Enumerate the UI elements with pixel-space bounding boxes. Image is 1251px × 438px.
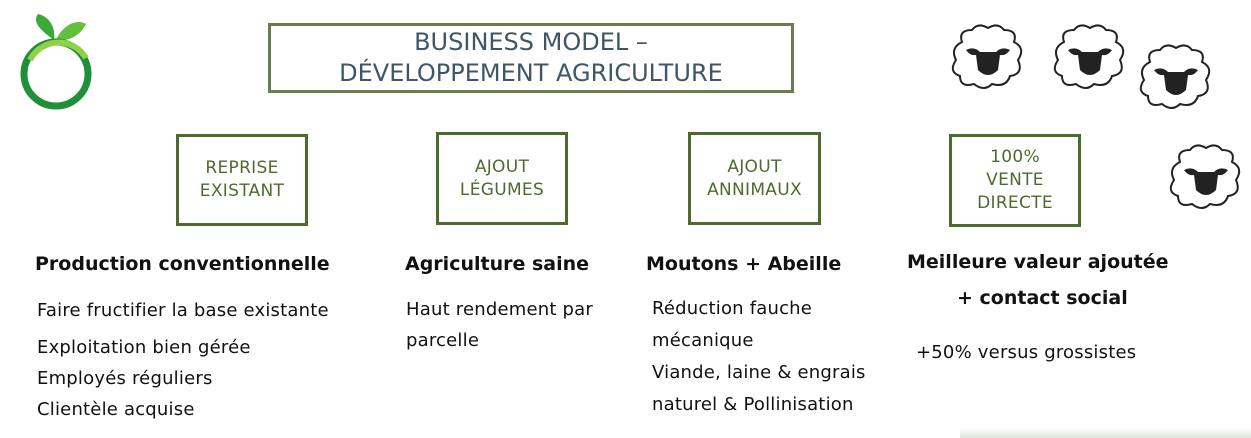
title-line-2: DÉVELOPPEMENT AGRICULTURE	[339, 59, 723, 87]
sheep-icon	[1169, 144, 1241, 209]
step-label: DIRECTE	[977, 193, 1053, 213]
title-line-1: BUSINESS MODEL –	[414, 28, 648, 56]
column-heading: Production conventionnelle	[35, 253, 330, 275]
step-label: REPRISE	[205, 158, 279, 178]
column-heading: Meilleure valeur ajoutée	[907, 251, 1169, 273]
list-item: +50% versus grossistes	[916, 342, 1137, 363]
list-item: Haut rendement par	[406, 299, 593, 320]
step-box-legumes: AJOUT LÉGUMES	[436, 132, 568, 225]
step-box-animaux: AJOUT ANNIMAUX	[688, 132, 821, 225]
title-box: BUSINESS MODEL – DÉVELOPPEMENT AGRICULTU…	[268, 23, 794, 93]
list-item: naturel & Pollinisation	[652, 394, 854, 415]
step-box-vente-directe: 100% VENTE DIRECTE	[949, 134, 1081, 227]
column-heading: Agriculture saine	[405, 253, 590, 275]
list-item: Viande, laine & engrais	[652, 362, 866, 383]
step-label: LÉGUMES	[459, 179, 545, 200]
column-heading: + contact social	[957, 287, 1128, 309]
step-label: ANNIMAUX	[707, 179, 802, 200]
step-box-reprise: REPRISE EXISTANT	[176, 134, 308, 226]
list-item: Employés réguliers	[37, 368, 213, 389]
list-item: Faire fructifier la base existante	[37, 300, 329, 321]
sheep-icon	[1053, 24, 1125, 89]
step-label: VENTE	[986, 170, 1044, 190]
logo-icon	[20, 14, 92, 110]
step-label: 100%	[990, 147, 1040, 167]
list-item: Exploitation bien gérée	[37, 337, 251, 358]
column-heading: Moutons + Abeille	[646, 253, 842, 275]
step-label: AJOUT	[727, 156, 782, 177]
step-label: EXISTANT	[199, 181, 285, 201]
list-item: mécanique	[652, 330, 754, 351]
list-item: Réduction fauche	[652, 298, 813, 319]
sheep-icon	[1139, 44, 1211, 109]
list-item: Clientèle acquise	[37, 399, 195, 420]
sheep-icon	[951, 24, 1023, 89]
list-item: parcelle	[406, 330, 480, 351]
bottom-shadow	[960, 428, 1251, 438]
step-label: AJOUT	[474, 156, 530, 177]
